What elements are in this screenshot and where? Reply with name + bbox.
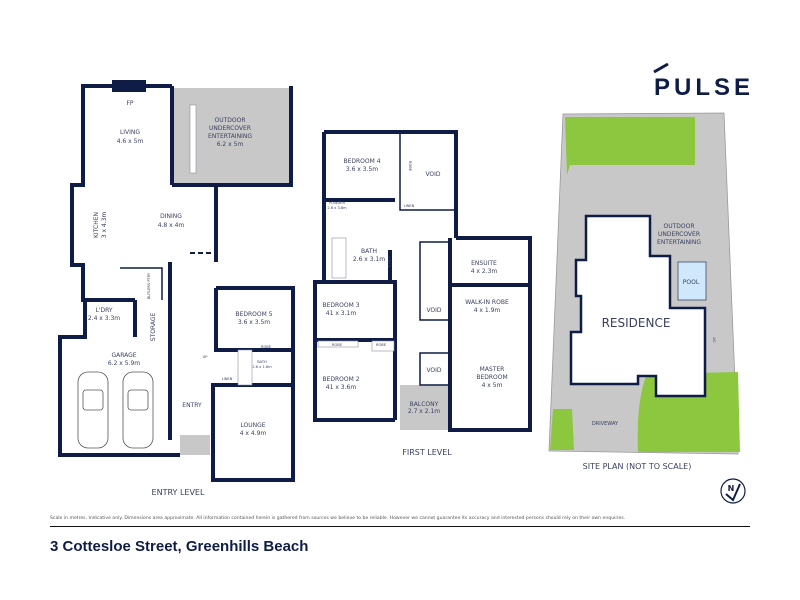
first-level-plan: BEDROOM 4 3.6 x 3.5m ROBE VOID POWDER 2.… (313, 130, 532, 457)
ensuite-label: ENSUITE (471, 260, 497, 267)
void-label-1: VOID (425, 171, 440, 178)
bedroom2-label: BEDROOM 2 (322, 376, 359, 383)
bath-label: BATH (257, 360, 267, 364)
linen-label-1: LINEN (404, 204, 415, 208)
first-bath-size: 2.6 x 3.1m (353, 256, 385, 263)
fp-label: FP (126, 100, 133, 107)
outdoor-size: 6.2 x 5m (217, 141, 244, 148)
balcony-area (400, 385, 450, 430)
laundry-label: L'DRY (95, 307, 112, 314)
bedroom4-robe-label: ROBE (408, 161, 412, 172)
void-label-2: VOID (426, 307, 441, 314)
living-label: LIVING (120, 129, 140, 136)
bedroom4-size: 3.6 x 3.5m (346, 166, 378, 173)
master-size: 4 x 5m (482, 382, 503, 389)
kitchen-size: 3 x 4.3m (101, 212, 108, 239)
bath-size: 2.6 x 1.6m (252, 365, 272, 369)
pulse-logo: PULSE (654, 74, 754, 102)
bedroom5-size: 3.6 x 3.5m (238, 319, 270, 326)
ensuite-size: 4 x 2.3m (471, 268, 498, 275)
entry-level-title: ENTRY LEVEL (152, 488, 205, 497)
property-address: 3 Cottesloe Street, Greenhills Beach (50, 538, 309, 555)
living-size: 4.6 x 5m (117, 138, 144, 145)
disclaimer: Scale in metres. Indicative only. Dimens… (50, 516, 626, 521)
garage-size: 6.2 x 5.9m (108, 360, 140, 367)
void-label-3: VOID (426, 367, 441, 374)
site-outdoor-label-2: UNDERCOVER (658, 231, 700, 238)
bedroom2-robe-label: ROBE (332, 343, 343, 347)
lounge-label: LOUNGE (240, 422, 265, 429)
residence-outline (569, 214, 707, 398)
north-label: N (728, 484, 735, 493)
bedroom2-size: 41 x 3.6m (326, 384, 357, 391)
powder-label: POWDER (329, 201, 346, 205)
first-bath-label: BATH (361, 248, 377, 255)
bedroom4-label: BEDROOM 4 (343, 158, 380, 165)
lounge-size: 4 x 4.9m (240, 430, 267, 437)
lawn-rear (565, 117, 695, 175)
balcony-label: BALCONY (410, 401, 439, 408)
walk-in-robe-size: 4 x 1.9m (474, 307, 501, 314)
entry-step (180, 435, 210, 455)
outdoor-label-1: OUTDOOR (214, 117, 245, 124)
linen-label: LINEN (222, 377, 233, 381)
outdoor-label-3: ENTERTAINING (208, 133, 252, 140)
bedroom3-robe-label: ROBE (376, 343, 387, 347)
linen-label-2: LINEN (387, 257, 391, 268)
bedroom3-label: BEDROOM 3 (322, 302, 359, 309)
pool (677, 261, 707, 301)
first-level-title: FIRST LEVEL (402, 448, 452, 457)
ac-label: AC (712, 338, 716, 343)
bedroom3-size: 41 x 3.1m (326, 310, 357, 317)
kitchen-label: KITCHEN (93, 212, 100, 238)
fireplace (112, 80, 146, 92)
walk-in-robe-label: WALK-IN ROBE (465, 299, 509, 306)
lawn-side (550, 409, 574, 450)
balcony-size: 2.7 x 2.1m (408, 408, 440, 415)
laundry-size: 2.4 x 3.3m (88, 315, 120, 322)
footer-divider (50, 526, 750, 527)
stairs-up-label: UP (203, 355, 209, 359)
garage-label: GARAGE (111, 352, 136, 359)
dining-label: DINING (160, 213, 182, 220)
driveway-label: DRIVEWAY (592, 421, 619, 427)
logo-mark (653, 62, 669, 74)
robe-label: ROBE (261, 345, 272, 349)
outdoor-label-2: UNDERCOVER (209, 125, 251, 132)
entry-level-plan: FP LIVING 4.6 x 5m OUTDOOR UNDERCOVER EN… (58, 80, 295, 497)
storage-label: STORAGE (150, 313, 157, 342)
site-outdoor-label-3: ENTERTAINING (657, 239, 701, 246)
north-compass-icon: N (720, 478, 746, 504)
dining-size: 4.8 x 4m (158, 222, 185, 229)
residence-label: RESIDENCE (602, 316, 671, 330)
garage-cars (77, 371, 154, 449)
butlers-pantry-label: BUTLERS PTRY (147, 272, 151, 299)
master-label-2: BEDROOM (476, 374, 507, 381)
bedroom5-label: BEDROOM 5 (235, 311, 272, 318)
logo-text: PULSE (654, 74, 755, 101)
site-plan-title: SITE PLAN (NOT TO SCALE) (583, 462, 692, 471)
pool-label: POOL (683, 279, 700, 286)
entry-label: ENTRY (182, 402, 202, 409)
powder-size: 2.6 x 3.8m (327, 206, 347, 210)
site-plan: OUTDOOR UNDERCOVER ENTERTAINING POOL RES… (548, 112, 746, 504)
master-label-1: MASTER (480, 366, 505, 373)
site-outdoor-label-1: OUTDOOR (663, 223, 694, 230)
